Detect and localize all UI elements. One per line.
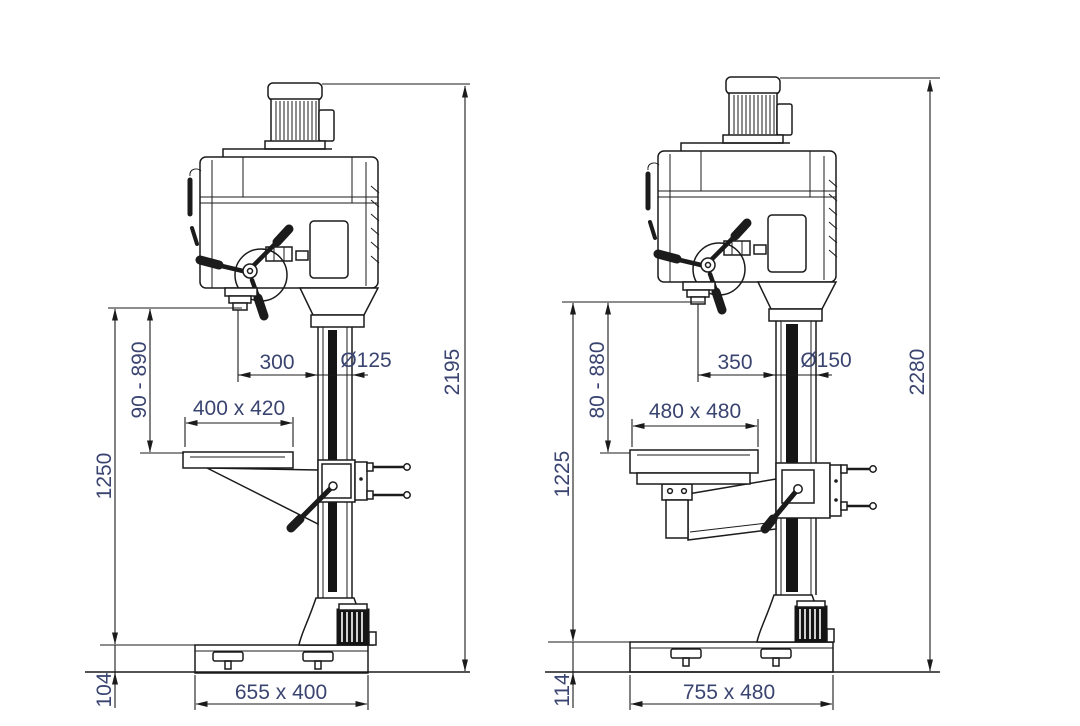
clamp-pin-shafts	[373, 465, 404, 497]
dim-label-base-size: 755 x 480	[683, 681, 775, 704]
table-bracket-upper	[661, 483, 693, 501]
clamp-side-plate	[829, 464, 842, 517]
table-crank-pivot	[328, 481, 338, 491]
dim-label-overall-height: 2195	[441, 349, 464, 396]
clamp-pin-base-1	[366, 462, 374, 472]
worktable	[629, 449, 759, 474]
clamp-pin-base-2	[840, 501, 848, 511]
clamp-bolt-2	[834, 498, 838, 502]
table-crank-grip	[760, 514, 778, 534]
dim-label-overall-height: 2280	[906, 349, 929, 396]
clamp-side-plate	[354, 461, 368, 501]
worktable	[182, 451, 294, 469]
right-machine-dimensions: 2280 80 - 880 1225 114 350 Ø150 480 x 48…	[548, 77, 940, 710]
machine-base	[194, 644, 369, 674]
table-crank-pivot	[793, 484, 803, 494]
table-clamp-box	[775, 462, 831, 519]
table-size-extensions	[631, 419, 759, 447]
dim-label-column-diameter: Ø125	[340, 349, 391, 372]
clamp-bolt-1	[834, 479, 838, 483]
table-bracket-lower	[665, 499, 689, 539]
bracket-bolt-2	[680, 487, 688, 495]
table-crank-rod	[770, 486, 801, 522]
dim-label-base-size: 655 x 400	[235, 681, 327, 704]
machine-base	[629, 641, 834, 673]
drill-head-right	[648, 77, 837, 321]
dim-label-throat: 350	[717, 351, 752, 374]
dim-label-base-thickness: 114	[551, 673, 574, 707]
clamp-pin-shafts	[847, 467, 870, 508]
right-machine-drawing: 2280 80 - 880 1225 114 350 Ø150 480 x 48…	[545, 77, 940, 710]
column-foot-right	[756, 594, 835, 643]
beam-inner-line	[689, 521, 777, 533]
clamp-box-face	[321, 463, 352, 499]
dim-label-base-thickness: 104	[93, 672, 116, 707]
column-foot-left	[298, 597, 377, 646]
clamp-pin-knob-1	[403, 463, 411, 471]
clamp-pin-knob-2	[869, 502, 877, 510]
clamp-pin-knob-1	[869, 465, 877, 473]
dim-label-table-size: 480 x 480	[649, 400, 741, 423]
base-size-extensions	[194, 675, 369, 710]
drill-head-left	[190, 83, 379, 327]
dim-label-spindle-to-table: 90 - 890	[128, 341, 151, 418]
column-edges	[775, 321, 817, 595]
dim-label-spindle-to-table: 80 - 880	[586, 341, 609, 418]
clamp-bolt	[359, 477, 363, 481]
clamp-pin-knob-2	[403, 491, 411, 499]
bracket-bolt-1	[666, 487, 674, 495]
table-size-extensions	[184, 417, 294, 447]
dim-label-spindle-to-base: 1225	[551, 451, 574, 498]
table-crank-rod	[297, 483, 336, 522]
dim-label-spindle-to-base: 1250	[93, 453, 116, 500]
clamp-box-face	[781, 469, 815, 504]
clamp-pin-base-2	[366, 490, 374, 500]
left-machine-drawing: 2195 90 - 890 1250 104 300 Ø125 400 x 42…	[85, 83, 470, 710]
dim-label-table-size: 400 x 420	[193, 397, 285, 420]
clamp-pin-base-1	[840, 464, 848, 474]
column-inner-lines	[780, 321, 812, 595]
left-machine-dimensions: 2195 90 - 890 1250 104 300 Ø125 400 x 42…	[93, 83, 470, 710]
base-size-extensions	[629, 675, 834, 710]
table-crank-grip	[286, 514, 305, 533]
dim-label-throat: 300	[259, 351, 294, 374]
worktable-flange	[636, 472, 751, 485]
dim-label-column-diameter: Ø150	[800, 349, 851, 372]
column-rack	[786, 324, 798, 592]
